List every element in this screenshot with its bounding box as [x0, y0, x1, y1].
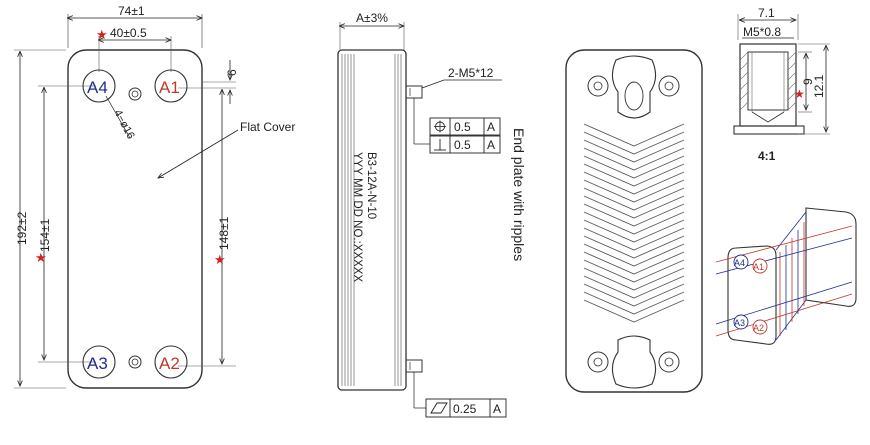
port-pitch-right-label: 148±1 [217, 216, 231, 250]
stud-detail-base [733, 125, 805, 135]
iso-back-plate [805, 207, 857, 307]
flat-cover-label: Flat Cover [240, 120, 295, 134]
port-a1-label: A1 [159, 78, 180, 97]
star-icon: ★ [96, 27, 108, 42]
stud-detail-view: 7.1 M5*0.8 ★ 9 12.1 [733, 6, 830, 163]
tolerance-position-value: 0.5 [454, 120, 471, 134]
port-a1 [154, 69, 188, 103]
ripple-port-bl [587, 351, 609, 373]
flatness-icon [430, 402, 448, 414]
side-plate-body [337, 49, 407, 391]
iso-port-a2-label: A2 [753, 323, 764, 333]
port-a2 [154, 345, 188, 379]
star-icon: ★ [35, 250, 47, 265]
front-view: 74±1 ★ 40±0.5 192±2 ★ 154±1 ★ 148±1 6 A4… [14, 4, 295, 389]
ripple-plate-outline [565, 49, 703, 393]
star-icon: ★ [794, 87, 805, 101]
detail-width-label: 7.1 [758, 6, 775, 20]
tolerance-flat-datum: A [493, 402, 501, 416]
port-a3 [82, 345, 116, 379]
bolt-hole [128, 87, 142, 101]
inner-dim-label: 9 [801, 78, 815, 85]
port-a3-label: A3 [87, 354, 108, 373]
hole-dim-label: 4−ø16 [111, 108, 136, 141]
bolt-hole [128, 355, 142, 369]
width-dim-label: 74±1 [118, 4, 145, 18]
ripple-port-br [658, 351, 680, 373]
stud-label: 2-M5*12 [448, 66, 494, 80]
scale-label: 4:1 [758, 149, 776, 163]
top-port-boss [611, 55, 657, 119]
tolerance-flat-value: 0.25 [453, 402, 477, 416]
port-pitch-left-label: 154±1 [38, 218, 52, 252]
height-dim-label: 192±2 [15, 211, 29, 245]
port-a2-label: A2 [159, 354, 180, 373]
tolerance-position-datum: A [487, 120, 495, 134]
stud-top [405, 85, 423, 99]
tolerance-flat-frame: 0.25 A [425, 398, 507, 418]
iso-front-plate [727, 245, 777, 345]
thread-dim-label: M5*0.8 [743, 25, 781, 39]
outer-dim-label: 12.1 [812, 74, 826, 98]
iso-port-a1 [752, 258, 768, 274]
tolerance-perp-datum: A [487, 138, 495, 152]
port-a4 [82, 69, 116, 103]
ripple-port-tl [587, 75, 609, 97]
bottom-port-boss [611, 335, 657, 389]
iso-port-a2 [752, 319, 768, 335]
end-plate-label: End plate with ripples [511, 128, 527, 261]
side-view: A±3% B3-12A-N-10 YYY MM DD NO.:XXXXX 2-M… [337, 11, 527, 418]
star-icon: ★ [214, 252, 226, 267]
iso-port-a4-label: A4 [734, 258, 745, 268]
model-text: B3-12A-N-10 [365, 152, 377, 219]
date-text: YYY MM DD NO.:XXXXX [351, 152, 363, 282]
tolerance-perp-value: 0.5 [454, 138, 471, 152]
tolerance-perp-frame: 0.5 A [429, 135, 501, 154]
front-plate-outline [67, 49, 203, 389]
plate-pack-lines [341, 54, 402, 386]
iso-port-a3 [733, 314, 749, 330]
iso-port-a1-label: A1 [753, 262, 764, 272]
stud-bottom [405, 359, 423, 373]
ripple-plate-view [565, 49, 703, 393]
ripple-port-tr [658, 75, 680, 97]
chevron-ripples [583, 123, 685, 323]
thickness-dim-label: A±3% [356, 11, 388, 25]
isometric-view: A4 A1 A3 A2 [715, 207, 857, 345]
iso-port-a4 [733, 254, 749, 270]
iso-port-a3-label: A3 [734, 318, 745, 328]
top-offset-label: 6 [225, 69, 239, 76]
port-spacing-label: 40±0.5 [110, 26, 147, 40]
tolerance-position-frame: 0.5 A [429, 117, 501, 136]
port-a4-label: A4 [87, 78, 108, 97]
